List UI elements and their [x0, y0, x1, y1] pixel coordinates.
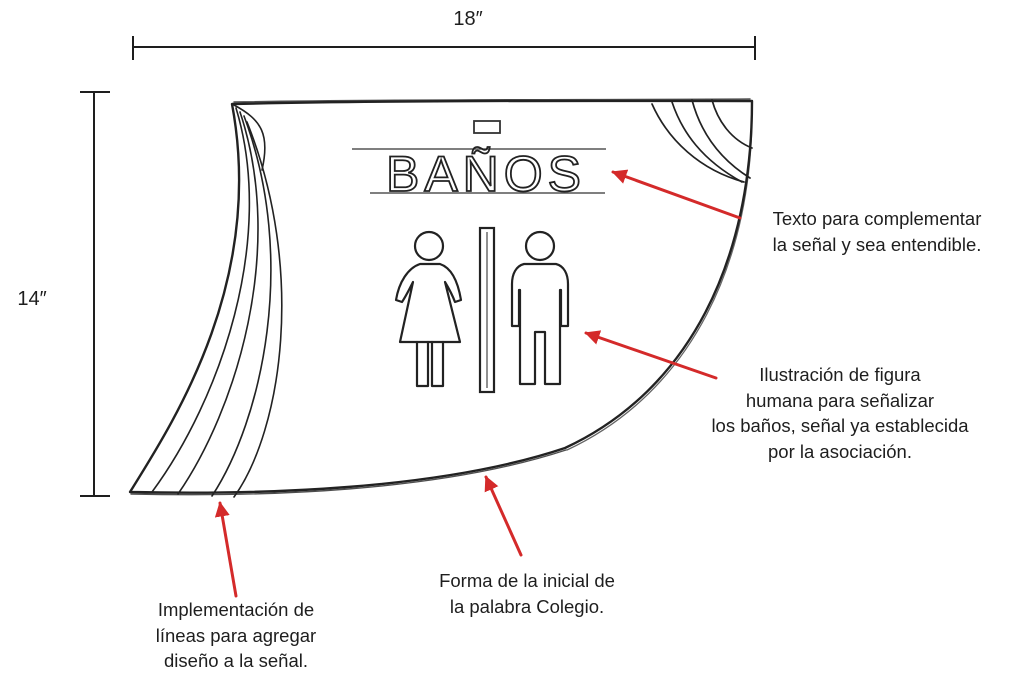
annotation-lineas-line-1: Implementación de: [157, 599, 315, 620]
man-icon: [510, 230, 570, 386]
annotation-arrows: [214, 169, 742, 598]
annotation-forma-line-1: Forma de la inicial de: [439, 570, 615, 591]
width-dimension-line: [132, 36, 756, 60]
sign-outline: [128, 98, 754, 496]
annotation-ilustracion-line-3: los baños, señal ya establecida: [711, 415, 969, 437]
page-curl: [651, 99, 753, 183]
annotation-texto-line-2: la señal y sea entendible.: [772, 233, 982, 255]
annotation-lineas-line-2: líneas para agregar: [155, 624, 317, 646]
height-label: 14″: [17, 288, 47, 310]
left-decorative-lines: [151, 104, 283, 498]
annotation-ilustracion: Ilustración de figura humana para señali…: [676, 362, 1004, 464]
sign-title: BAÑOS: [386, 146, 586, 202]
title-guidelines: [352, 120, 606, 194]
woman-icon: [394, 230, 463, 388]
annotation-texto: Texto para complementar la señal y sea e…: [730, 206, 1024, 257]
annotation-forma-line-2: la palabra Colegio.: [449, 595, 605, 617]
divider-bar: [478, 226, 496, 394]
annotation-ilustracion-line-4: por la asociación.: [768, 440, 912, 462]
width-label: 18″: [453, 8, 483, 30]
annotation-ilustracion-line-2: humana para señalizar: [745, 389, 935, 411]
annotation-ilustracion-line-1: Ilustración de figura: [759, 364, 921, 385]
annotation-forma: Forma de la inicial de la palabra Colegi…: [402, 568, 652, 619]
height-dimension-line: [80, 91, 110, 497]
annotation-lineas: Implementación de líneas para agregar di…: [116, 597, 356, 674]
annotation-texto-line-1: Texto para complementar: [772, 208, 982, 229]
annotation-lineas-line-3: diseño a la señal.: [164, 650, 308, 672]
